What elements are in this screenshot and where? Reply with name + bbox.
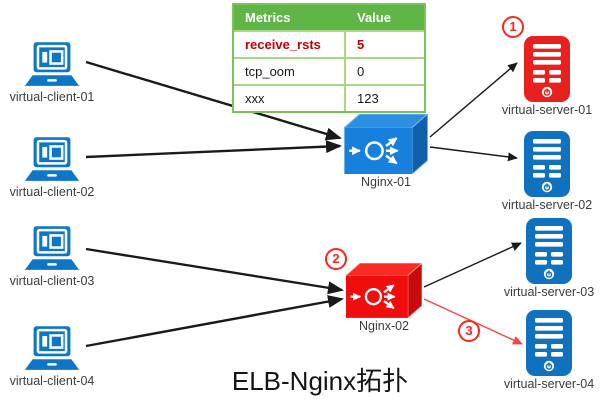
laptop-icon	[21, 137, 83, 184]
load-balancer-icon	[346, 263, 422, 318]
server-icon	[524, 310, 574, 376]
node-virtual-client-04: virtual-client-04	[0, 326, 104, 388]
table-row-tcp-oom: tcp_oom 0	[234, 57, 424, 84]
metric-value: 5	[344, 32, 424, 57]
node-virtual-server-03: virtual-server-03	[494, 218, 602, 299]
metric-name: receive_rsts	[245, 37, 321, 52]
server-label: virtual-server-01	[501, 103, 593, 117]
metrics-table-header: Metrics Value	[234, 5, 424, 30]
server-label: virtual-server-02	[501, 198, 593, 212]
node-nginx-01: Nginx-01	[331, 114, 441, 189]
laptop-icon	[21, 226, 83, 273]
node-virtual-client-02: virtual-client-02	[0, 137, 104, 199]
server-label: virtual-server-04	[503, 377, 595, 391]
metric-value: 123	[344, 86, 424, 111]
annotation-circle-2: 2	[325, 248, 347, 270]
server-label: virtual-server-03	[503, 285, 595, 299]
diagram-title: ELB-Nginx拓扑	[231, 366, 409, 396]
client-label: virtual-client-01	[9, 90, 95, 104]
node-virtual-server-02: virtual-server-02	[492, 131, 602, 212]
node-virtual-server-04: virtual-server-04	[494, 310, 602, 391]
node-virtual-client-03: virtual-client-03	[0, 226, 104, 288]
server-icon	[522, 36, 572, 102]
client-label: virtual-client-02	[9, 185, 95, 199]
table-header-value: Value	[344, 5, 424, 30]
load-balancer-label: Nginx-02	[358, 319, 410, 333]
load-balancer-label: Nginx-01	[360, 175, 412, 189]
table-header-metrics: Metrics	[245, 10, 291, 25]
load-balancer-icon	[344, 114, 428, 174]
annotation-circle-1: 1	[502, 16, 524, 38]
metric-name: tcp_oom	[245, 64, 295, 79]
node-virtual-client-01: virtual-client-01	[0, 42, 104, 104]
table-row-receive-rsts: receive_rsts 5	[234, 30, 424, 57]
node-virtual-server-01: virtual-server-01	[492, 36, 602, 117]
metric-value: 0	[344, 59, 424, 84]
server-icon	[524, 218, 574, 284]
metrics-table: Metrics Value receive_rsts 5 tcp_oom 0 x…	[232, 3, 426, 113]
node-nginx-02: Nginx-02	[331, 263, 437, 333]
server-icon	[522, 131, 572, 197]
laptop-icon	[21, 42, 83, 89]
metric-name: xxx	[245, 91, 265, 106]
annotation-circle-3: 3	[458, 320, 480, 342]
laptop-icon	[21, 326, 83, 373]
table-row-xxx: xxx 123	[234, 84, 424, 111]
client-label: virtual-client-04	[9, 374, 95, 388]
client-label: virtual-client-03	[9, 274, 95, 288]
